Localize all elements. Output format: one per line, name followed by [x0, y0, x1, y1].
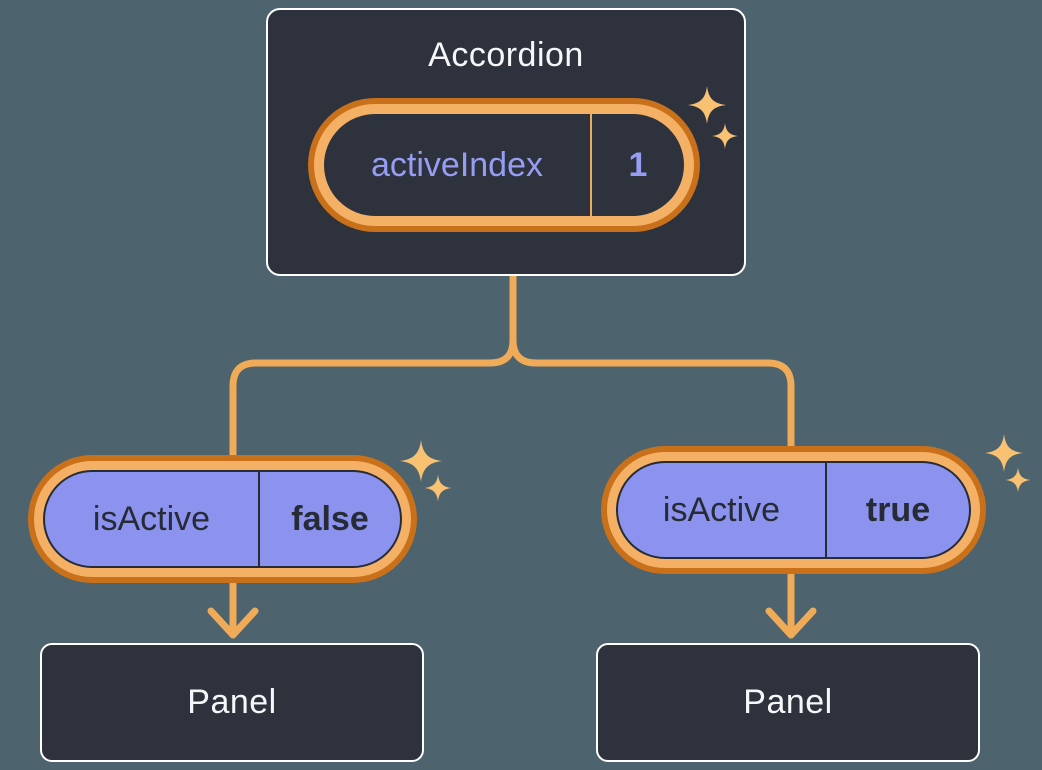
state-pill-body: isActive false [43, 470, 402, 568]
state-pill-body: activeIndex 1 [324, 114, 684, 216]
state-label: isActive [662, 490, 781, 529]
state-pill-isactive-true: isActive true [601, 446, 986, 574]
arrow-down-icon [207, 607, 259, 639]
pill-divider [258, 472, 260, 566]
sparkle-icon [985, 434, 1031, 493]
state-value: 1 [628, 145, 648, 184]
panel-node-title: Panel [743, 683, 833, 721]
state-label: isActive [92, 499, 211, 538]
state-pill-activeindex: activeIndex 1 [308, 98, 700, 232]
panel-node-left: Panel [40, 643, 424, 762]
state-value: false [291, 499, 369, 538]
panel-node-right: Panel [596, 643, 980, 762]
state-value: true [865, 490, 931, 529]
state-pill-body: isActive true [616, 461, 971, 559]
arrow-down-icon [765, 607, 817, 639]
pill-divider [825, 463, 827, 557]
state-pill-ring: isActive true [607, 452, 980, 568]
accordion-node-title: Accordion [428, 36, 584, 74]
state-label: activeIndex [371, 145, 543, 184]
pill-divider [590, 114, 592, 216]
state-pill-ring: activeIndex 1 [314, 104, 694, 226]
state-pill-isactive-false: isActive false [28, 455, 417, 583]
panel-node-title: Panel [187, 683, 277, 721]
state-pill-ring: isActive false [34, 461, 411, 577]
